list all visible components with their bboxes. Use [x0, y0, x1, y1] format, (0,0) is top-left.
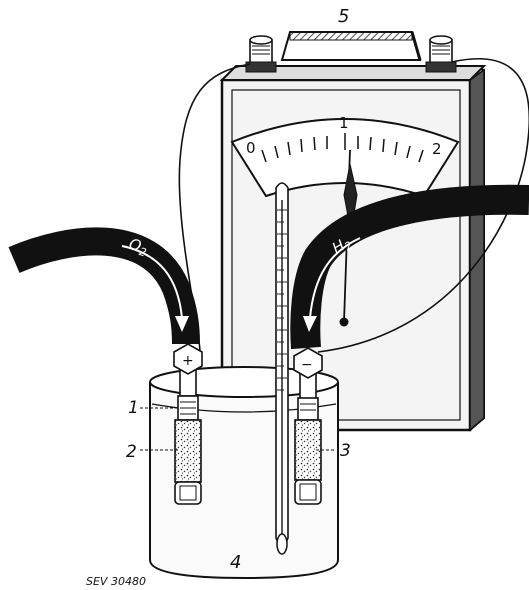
leader-lines	[140, 407, 336, 451]
scale-label-1: 1	[339, 114, 349, 132]
electrode-left	[174, 365, 202, 505]
electrode-right	[294, 369, 322, 505]
label-2: 2	[126, 442, 137, 462]
hose-oxygen: O2	[8, 227, 200, 345]
figure-caption: SEV 30480	[86, 575, 146, 588]
label-3: 3	[340, 441, 351, 461]
label-1: 1	[128, 398, 139, 418]
thermometer	[275, 182, 289, 555]
terminal-knob-left	[245, 35, 277, 73]
scale-label-2: 2	[432, 140, 442, 158]
hose-hydrogen: H2	[290, 184, 529, 350]
scale-label-0: 0	[246, 139, 256, 157]
plus-sign: +	[182, 353, 194, 369]
label-5: 5	[338, 6, 349, 27]
label-4: 4	[230, 552, 241, 573]
terminal-minus: −	[293, 347, 323, 379]
meter-top-cover	[280, 31, 422, 61]
minus-sign: −	[301, 357, 313, 373]
terminal-knob-right	[425, 35, 457, 73]
oxygen-label: O2	[126, 235, 150, 260]
meter-dial: 0 1 2	[230, 114, 460, 198]
